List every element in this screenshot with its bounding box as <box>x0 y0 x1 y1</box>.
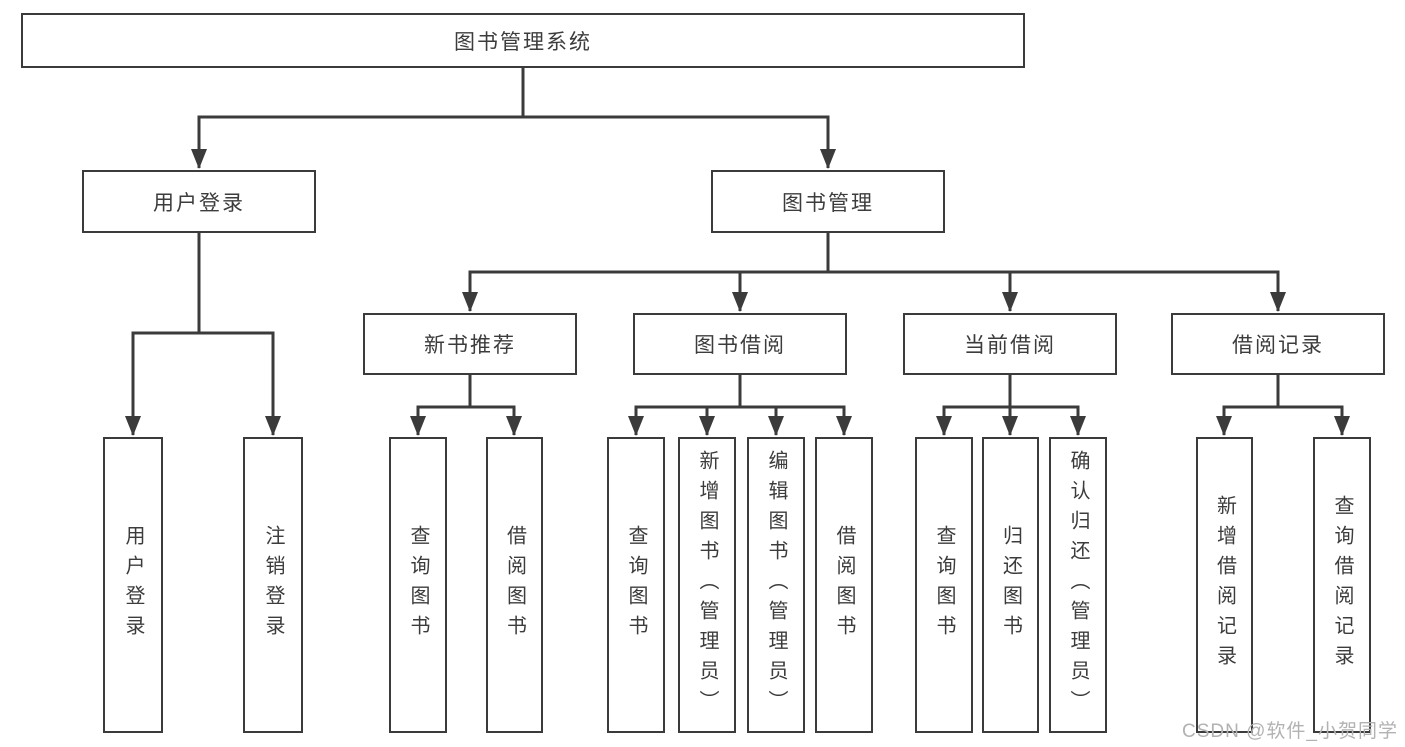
node-label: 查询图书 <box>407 525 429 645</box>
leaf-edit-books-admin: 编辑图书（管理员） <box>747 437 805 733</box>
node-label: 图书借阅 <box>694 334 786 357</box>
leaf-logout-login: 注销登录 <box>243 437 303 733</box>
node-label: 借阅图书 <box>833 525 855 645</box>
node-label: 编辑图书（管理员） <box>765 450 787 720</box>
node-label: 确认归还（管理员） <box>1067 450 1089 720</box>
node-book-borrowing: 图书借阅 <box>633 313 847 375</box>
node-library-system-root: 图书管理系统 <box>21 13 1025 68</box>
node-label: 新增图书（管理员） <box>696 450 718 720</box>
leaf-add-borrow-record: 新增借阅记录 <box>1196 437 1253 733</box>
leaf-query-books-recommend: 查询图书 <box>389 437 447 733</box>
node-label: 新增借阅记录 <box>1213 495 1236 675</box>
leaf-return-books: 归还图书 <box>982 437 1039 733</box>
leaf-borrow-books-recommend: 借阅图书 <box>486 437 543 733</box>
node-label: 图书管理 <box>782 191 874 215</box>
leaf-user-login: 用户登录 <box>103 437 163 733</box>
node-label: 注销登录 <box>262 525 284 645</box>
node-label: 借阅图书 <box>503 525 526 645</box>
leaf-confirm-return-admin: 确认归还（管理员） <box>1049 437 1107 733</box>
leaf-query-borrow-record: 查询借阅记录 <box>1313 437 1371 733</box>
node-label: 借阅记录 <box>1232 334 1324 357</box>
node-current-borrowing: 当前借阅 <box>903 313 1117 375</box>
node-label: 当前借阅 <box>964 334 1056 357</box>
node-borrowing-records: 借阅记录 <box>1171 313 1385 375</box>
node-book-management-branch: 图书管理 <box>711 170 945 233</box>
leaf-query-books-current: 查询图书 <box>915 437 973 733</box>
node-label: 用户登录 <box>122 525 144 645</box>
node-label: 图书管理系统 <box>454 30 592 54</box>
node-label: 用户登录 <box>153 191 245 215</box>
leaf-query-books-borrowing: 查询图书 <box>607 437 665 733</box>
csdn-watermark: CSDN @软件_小贺同学 <box>1182 721 1398 742</box>
node-label: 查询借阅记录 <box>1331 495 1353 675</box>
leaf-add-books-admin: 新增图书（管理员） <box>678 437 736 733</box>
node-label: 新书推荐 <box>424 334 516 357</box>
node-user-login-branch: 用户登录 <box>82 170 316 233</box>
node-label: 归还图书 <box>999 525 1022 645</box>
node-label: 查询图书 <box>625 525 647 645</box>
node-label: 查询图书 <box>933 525 955 645</box>
node-new-book-recommend: 新书推荐 <box>363 313 577 375</box>
leaf-borrow-books-borrowing: 借阅图书 <box>815 437 873 733</box>
